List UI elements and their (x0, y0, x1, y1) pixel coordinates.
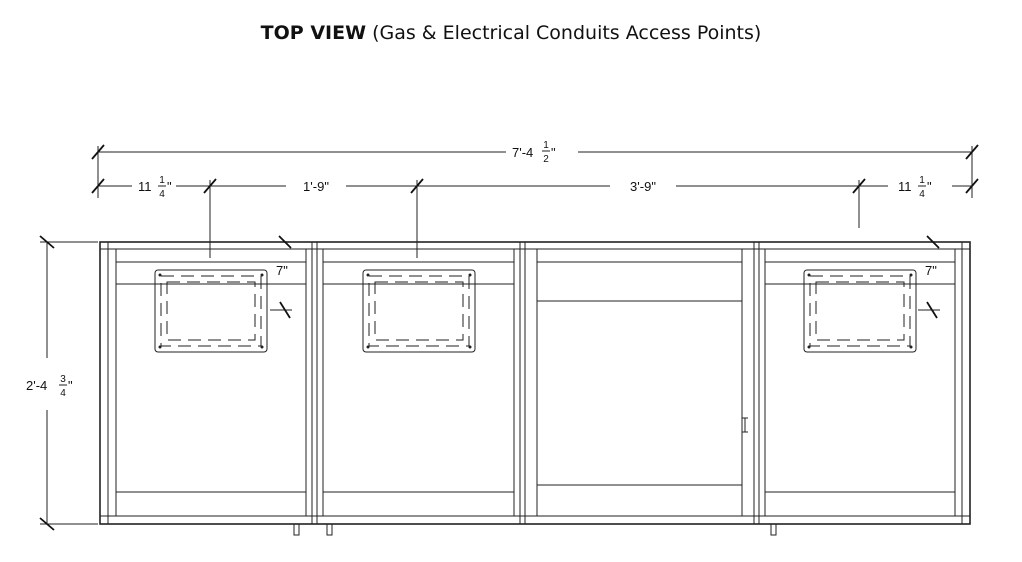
segment-dimensions: 11 1 4 " 1'-9" 3'-9" 11 1 4 " (91, 175, 979, 258)
drawing-title: TOP VIEW (Gas & Electrical Conduits Acce… (0, 22, 1022, 44)
cutout-mid-dash-outer (368, 275, 470, 347)
cutout-right-tick (926, 301, 938, 319)
first-span-label: 1'-9" (303, 179, 329, 194)
cabinet-module-4 (764, 235, 956, 516)
m1-corner-tick (278, 235, 292, 249)
cabinet-outer-frame (99, 241, 971, 525)
tick-3 (410, 178, 424, 194)
second-span-label: 3'-9" (630, 179, 656, 194)
screw-icon (260, 273, 264, 277)
right-offset-den: 4 (919, 189, 925, 200)
foot-3 (770, 523, 777, 536)
overall-width-frac-den: 2 (543, 154, 549, 165)
overall-width-frac-num: 1 (543, 140, 549, 151)
tick-2 (203, 178, 217, 194)
depth-frac-num: 3 (60, 374, 66, 385)
cutout-right-dash-inner (815, 281, 905, 341)
cutout-mid-outer (362, 269, 476, 353)
cabinet-outline (99, 241, 971, 525)
left-offset-whole: 11 (138, 179, 152, 194)
cutout-left-dash-inner (166, 281, 256, 341)
depth-frac-den: 4 (60, 388, 66, 399)
screw-icon (909, 345, 913, 349)
cutout-mid-dash-inner (374, 281, 464, 341)
cutout-right-dash-outer (809, 275, 911, 347)
title-view-name: TOP VIEW (260, 22, 367, 44)
left-offset-den: 4 (159, 189, 165, 200)
overall-width-label: 7'-4 (512, 145, 533, 160)
screw-icon (260, 345, 264, 349)
cabinet-feet (293, 523, 777, 536)
screw-icon (468, 345, 472, 349)
cutout-right-outer (803, 269, 917, 353)
overall-tick-right (965, 144, 979, 160)
right-offset-num: 1 (919, 175, 925, 186)
cabinet-module-3 (536, 242, 760, 524)
overall-tick-left (91, 144, 105, 160)
depth-tick-bottom (39, 517, 55, 531)
depth-unit: " (68, 378, 73, 393)
right-offset-unit: " (927, 179, 932, 194)
access-cutout-left: 7" (154, 263, 292, 353)
overall-width-dimension: 7'-4 1 2 " (91, 140, 979, 198)
screw-icon (807, 273, 811, 277)
access-cutout-right: 7" (803, 263, 940, 353)
tick-5 (965, 178, 979, 194)
tick-4 (852, 178, 866, 194)
screw-icon (807, 345, 811, 349)
cutout-left-label: 7" (276, 263, 288, 278)
right-offset-whole: 11 (898, 179, 912, 194)
cutout-left-outer (154, 269, 268, 353)
depth-dimension: 2'-4 3 4 " (26, 235, 98, 531)
screw-icon (468, 273, 472, 277)
access-cutout-middle (362, 269, 476, 353)
cutout-left-tick (279, 301, 291, 319)
foot-1 (293, 523, 300, 536)
screw-icon (909, 273, 913, 277)
left-offset-unit: " (167, 179, 172, 194)
cabinet-module-1 (115, 235, 318, 524)
screw-icon (158, 273, 162, 277)
m4-corner-tick (926, 235, 940, 249)
depth-label: 2'-4 (26, 378, 47, 393)
foot-2 (326, 523, 333, 536)
screw-icon (366, 273, 370, 277)
tick-1 (91, 178, 105, 194)
door-handle-icon (742, 417, 748, 433)
overall-width-unit: " (551, 145, 556, 160)
left-offset-num: 1 (159, 175, 165, 186)
screw-icon (158, 345, 162, 349)
cutout-right-label: 7" (925, 263, 937, 278)
title-description: (Gas & Electrical Conduits Access Points… (372, 22, 762, 44)
cabinet-module-2 (322, 242, 526, 524)
screw-icon (366, 345, 370, 349)
depth-tick-top (39, 235, 55, 249)
cutout-left-dash-outer (160, 275, 262, 347)
